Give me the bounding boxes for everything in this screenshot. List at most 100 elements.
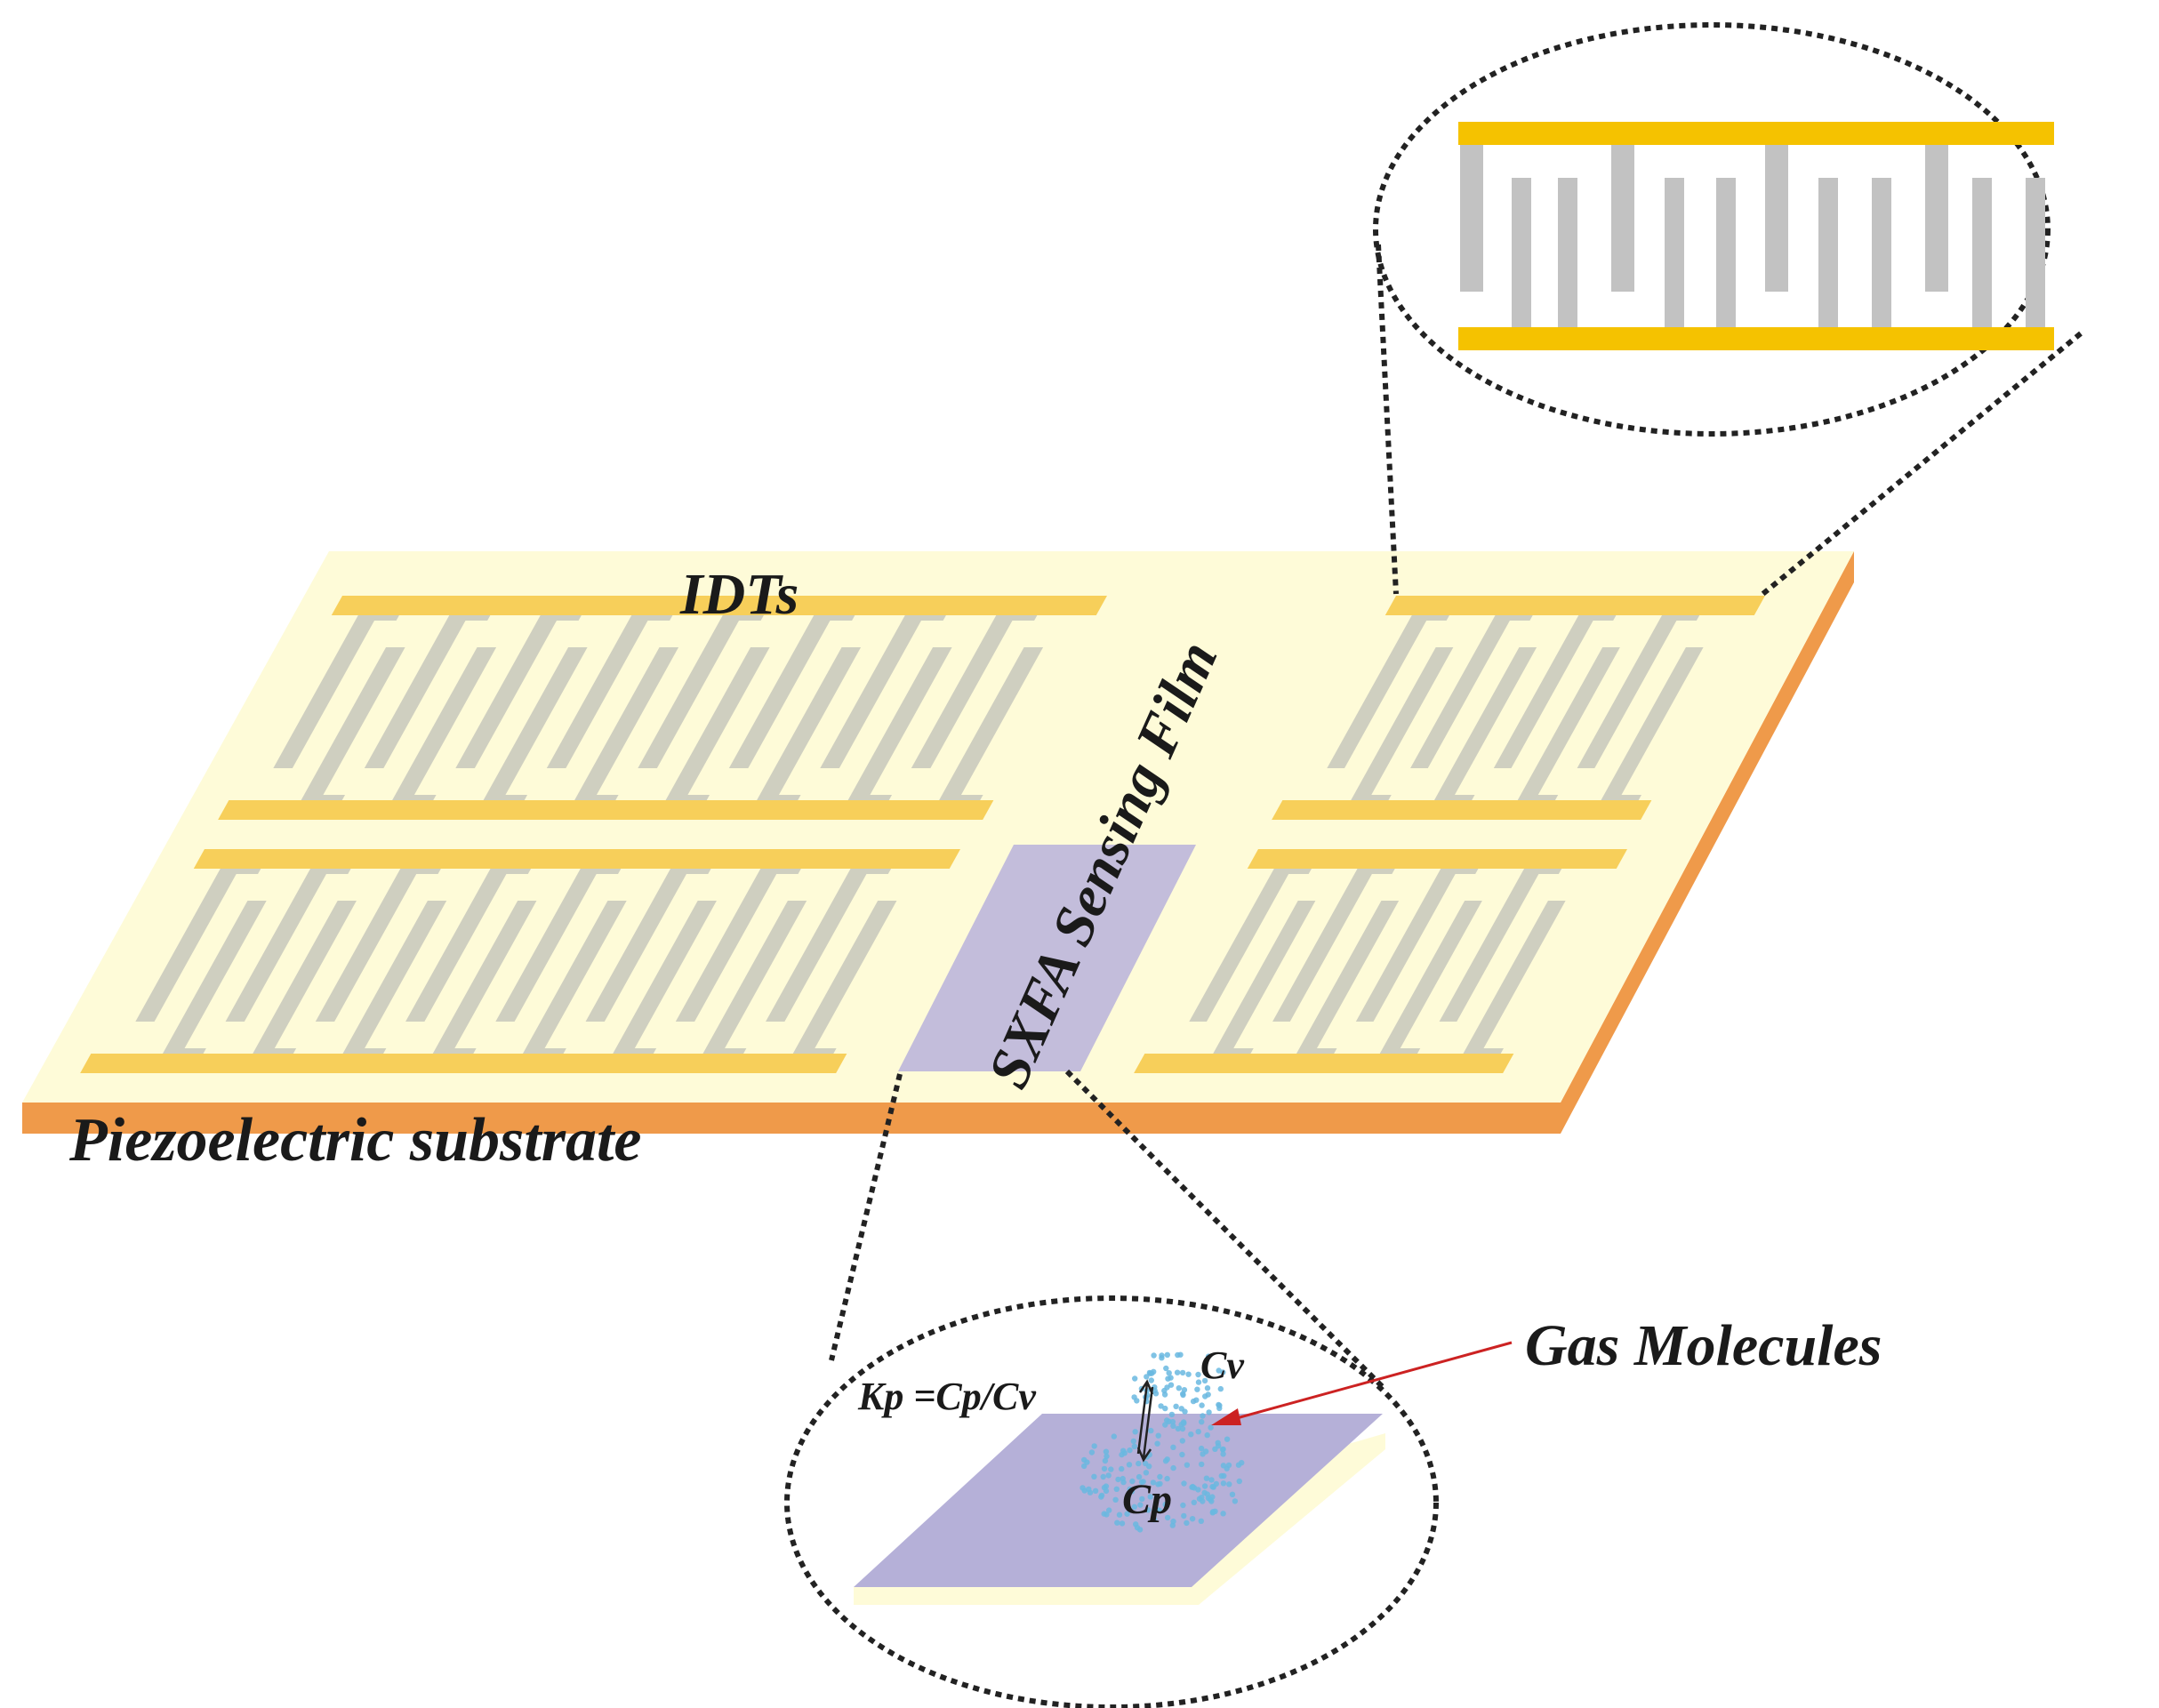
idt-finger-connector — [1433, 795, 1475, 800]
idt-finger-top — [766, 874, 867, 1022]
idt-finger-top — [546, 621, 648, 768]
inset-idt-electrodes — [1458, 122, 2054, 350]
idt-finger-top — [1272, 874, 1372, 1022]
gas-molecule-film — [1091, 1443, 1097, 1449]
gas-molecule-film — [1116, 1512, 1123, 1518]
gas-molecule-vapor — [1195, 1371, 1201, 1378]
gas-molecule-vapor — [1176, 1385, 1183, 1391]
gas-molecule-vapor — [1158, 1403, 1164, 1409]
idt-finger-connector — [483, 795, 528, 800]
idt-finger-bottom — [1216, 901, 1316, 1048]
inset-finger-top — [1460, 145, 1483, 292]
idt-finger-connector — [253, 1048, 297, 1054]
gas-molecule-film — [1170, 1444, 1176, 1451]
idt-finger-bottom — [486, 647, 588, 795]
gas-molecule-film — [1108, 1466, 1114, 1472]
gas-molecule-film — [1220, 1480, 1227, 1487]
gas-molecule-film — [1209, 1483, 1216, 1490]
idts-label: IDTs — [679, 562, 799, 627]
idt-finger-top — [820, 621, 921, 768]
gas-molecule-film — [1170, 1464, 1176, 1471]
idt-finger-connector — [522, 1048, 566, 1054]
gas-molecule-film — [1147, 1494, 1153, 1500]
gas-molecule-vapor — [1174, 1369, 1181, 1375]
idt-finger-top — [225, 874, 326, 1022]
gas-molecule-film — [1120, 1447, 1127, 1454]
idt-finger-bottom — [1603, 647, 1704, 795]
idt-finger-top — [728, 621, 831, 768]
gas-molecule-film — [1170, 1518, 1176, 1525]
gas-molecule-vapor — [1151, 1352, 1157, 1359]
gas-molecule-film — [1190, 1483, 1196, 1490]
gas-molecule-film — [1137, 1502, 1144, 1508]
idt-finger-top — [1577, 621, 1677, 768]
gas-molecule-film — [1226, 1481, 1232, 1487]
idt-finger-top — [1493, 621, 1593, 768]
gas-molecule-vapor — [1148, 1377, 1155, 1383]
idt-group-top-right — [1272, 596, 1765, 820]
gas-molecule-film — [1080, 1485, 1086, 1491]
gas-molecule-film — [1143, 1470, 1150, 1476]
gas-molecule-film — [1164, 1514, 1171, 1521]
gas-molecule-film — [1119, 1520, 1126, 1527]
idt-bus-bottom — [218, 800, 994, 820]
gas-molecule-vapor — [1146, 1369, 1153, 1376]
idt-finger-top — [1355, 874, 1456, 1022]
idt-finger-connector — [1271, 869, 1312, 874]
gas-molecule-vapor — [1206, 1409, 1212, 1415]
inset-ellipse-top — [1373, 22, 2051, 437]
idt-finger-connector — [847, 869, 892, 874]
gas-molecule-vapor — [1178, 1406, 1184, 1412]
gas-molecule-film — [1200, 1451, 1206, 1457]
gas-molecule-vapor — [1181, 1387, 1188, 1393]
idt-finger-connector — [902, 615, 946, 621]
inset-bus-bottom — [1458, 327, 2054, 350]
gas-molecule-film — [1179, 1451, 1185, 1458]
gas-molecule-vapor — [1179, 1369, 1186, 1376]
idt-finger-connector — [217, 869, 261, 874]
gas-molecule-film — [1150, 1479, 1157, 1486]
idt-finger-bottom — [1299, 901, 1400, 1048]
sensing-film-strip — [898, 845, 1196, 1071]
gas-molecule-vapor — [1169, 1418, 1176, 1425]
gas-molecule-film — [1081, 1463, 1088, 1470]
gas-molecule-film — [1155, 1481, 1161, 1487]
gas-molecule-film — [1180, 1502, 1186, 1509]
gas-molecule-film — [1124, 1511, 1130, 1517]
idt-finger-bottom — [1465, 901, 1566, 1048]
gas-molecule-vapor — [1205, 1353, 1212, 1359]
substrate-side-edge — [1561, 551, 1854, 1134]
idt-finger-top — [911, 621, 1013, 768]
gas-molecule-film — [1209, 1494, 1216, 1500]
gas-molecule-film — [1181, 1480, 1187, 1487]
idt-finger-connector — [613, 1048, 657, 1054]
inset-finger-bottom — [1512, 178, 1531, 327]
gas-molecule-film — [1127, 1447, 1133, 1454]
idt-finger-bottom — [395, 647, 497, 795]
idt-finger-connector — [792, 1048, 837, 1054]
gas-molecule-film — [1198, 1445, 1205, 1452]
idt-finger-top — [315, 874, 417, 1022]
idt-finger-connector — [342, 1048, 387, 1054]
idt-finger-connector — [1463, 1048, 1504, 1054]
gas-molecule-vapor — [1144, 1374, 1150, 1380]
inset-finger-bottom — [1558, 178, 1577, 327]
substrate-label: Piezoelectric substrate — [68, 1106, 642, 1175]
idt-bus-top — [331, 596, 1107, 615]
gas-molecule-film — [1225, 1462, 1232, 1469]
gas-molecule-vapor — [1202, 1393, 1208, 1399]
gas-molecule-film — [1151, 1516, 1158, 1523]
idt-finger-top — [1410, 621, 1510, 768]
gas-molecule-film — [1113, 1486, 1120, 1493]
gas-molecule-film — [1235, 1462, 1242, 1468]
gas-molecule-film — [1098, 1494, 1104, 1500]
gas-molecule-vapor — [1164, 1351, 1171, 1359]
idt-finger-bottom — [1353, 647, 1454, 795]
idt-finger-connector — [307, 869, 351, 874]
gas-molecule-film — [1184, 1462, 1191, 1468]
idt-finger-bottom — [759, 647, 862, 795]
gas-molecule-film — [1103, 1448, 1110, 1455]
gas-molecule-vapor — [1165, 1375, 1171, 1382]
gas-molecule-film — [1129, 1478, 1136, 1485]
